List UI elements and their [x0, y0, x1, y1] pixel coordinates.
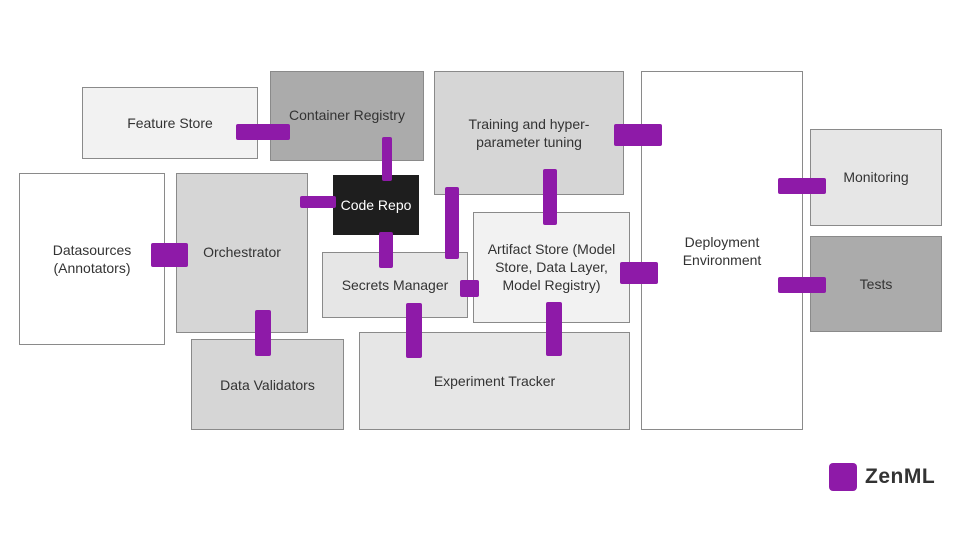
connector-coderepo-secrets [379, 232, 393, 268]
feature-store-box: Feature Store [82, 87, 258, 159]
connector-deployment-tests [778, 277, 826, 293]
connector-datasources-orchestrator [151, 243, 188, 267]
connector-training-artifact [543, 169, 557, 225]
tests-label: Tests [859, 276, 893, 292]
training-box: Training and hyper- parameter tuning [434, 71, 624, 195]
connector-feature-container [236, 124, 290, 140]
zenml-logo: ZenML [829, 463, 935, 491]
container-registry-label: Container Registry [289, 107, 405, 123]
container-registry-box: Container Registry [270, 71, 424, 161]
connector-deployment-monitoring [778, 178, 826, 194]
connector-container-coderepo [382, 137, 392, 181]
connector-training-secrets [445, 187, 459, 259]
monitoring-label: Monitoring [843, 169, 909, 185]
code-repo-label: Code Repo [340, 197, 412, 213]
deployment-environment-box: Deployment Environment [641, 71, 803, 430]
tests-box: Tests [810, 236, 942, 332]
datasources-box: Datasources (Annotators) [19, 173, 165, 345]
connector-orchestrator-validators [255, 310, 271, 356]
orchestrator-label: Orchestrator [203, 244, 281, 260]
code-repo-box: Code Repo [333, 175, 419, 235]
secrets-manager-label: Secrets Manager [341, 277, 449, 293]
artifact-store-box: Artifact Store (Model Store, Data Layer,… [473, 212, 630, 323]
connector-training-deployment [614, 124, 662, 146]
secrets-manager-box: Secrets Manager [322, 252, 468, 318]
experiment-tracker-box: Experiment Tracker [359, 332, 630, 430]
orchestrator-box: Orchestrator [176, 173, 308, 333]
training-label: Training and hyper- parameter tuning [468, 116, 590, 150]
data-validators-label: Data Validators [220, 376, 315, 393]
connector-orchestrator-coderepo [300, 196, 336, 208]
deployment-environment-label: Deployment Environment [682, 233, 762, 268]
zenml-logo-icon [829, 463, 857, 491]
connector-artifact-tracker [546, 302, 562, 356]
connector-secrets-artifact [460, 280, 479, 297]
experiment-tracker-label: Experiment Tracker [433, 373, 556, 389]
feature-store-label: Feature Store [127, 115, 213, 131]
monitoring-box: Monitoring [810, 129, 942, 226]
connector-artifact-deployment [620, 262, 658, 284]
zenml-logo-text: ZenML [865, 465, 936, 488]
connector-secrets-tracker [406, 303, 422, 358]
artifact-store-label: Artifact Store (Model Store, Data Layer,… [487, 241, 616, 293]
datasources-label: Datasources (Annotators) [52, 242, 132, 276]
